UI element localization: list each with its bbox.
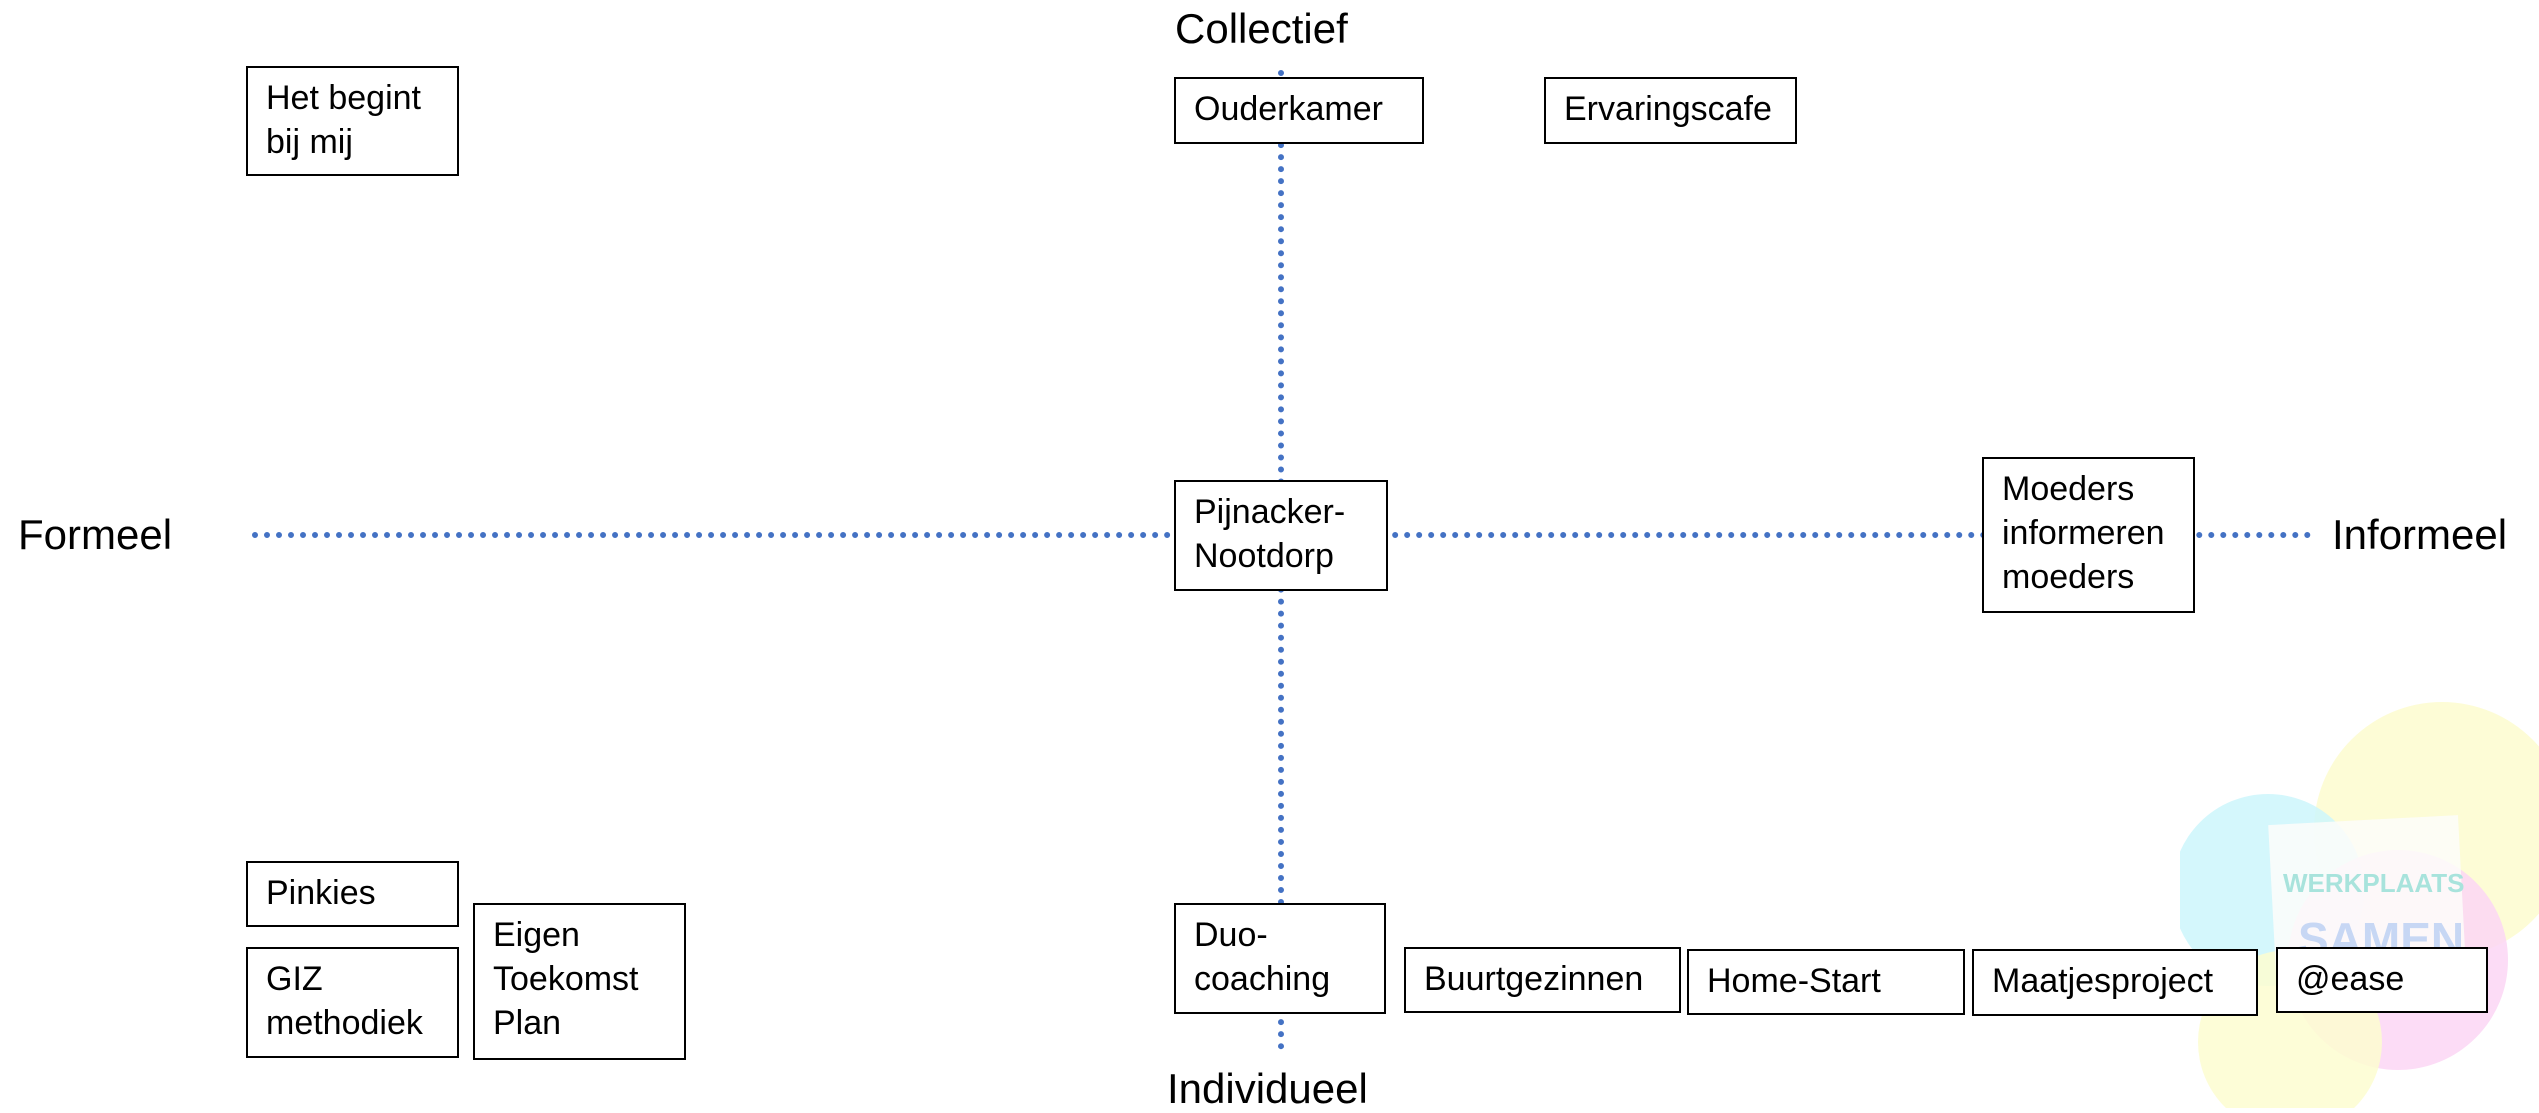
node-line: Ervaringscafe	[1564, 90, 1772, 128]
axis-label-right: Informeel	[2332, 511, 2508, 558]
node-line: Pinkies	[266, 874, 376, 912]
node-moeders-informeren-moeders: Moeders informeren moeders	[1982, 457, 2195, 613]
logo-circles-icon	[2172, 702, 2539, 1113]
node-line: @ease	[2296, 960, 2405, 998]
node-line: Plan	[493, 1004, 562, 1042]
node-line: Toekomst	[493, 960, 639, 998]
werkplaats-samen-logo: WERKPLAATS SAMEN	[2172, 690, 2539, 1113]
node-line: informeren	[2002, 514, 2165, 552]
logo-text-line1: WERKPLAATS	[2283, 868, 2465, 898]
node-line: bij mij	[266, 123, 353, 161]
node-pinkies: Pinkies	[246, 861, 459, 927]
node-line: Pijnacker-	[1194, 493, 1346, 531]
node-pijnacker-nootdorp: Pijnacker- Nootdorp	[1174, 480, 1388, 591]
node-line: Home-Start	[1707, 962, 1881, 1000]
node-line: Nootdorp	[1194, 537, 1334, 575]
node-ervaringscafe: Ervaringscafe	[1544, 77, 1797, 144]
node-ease: @ease	[2276, 947, 2488, 1013]
node-giz-methodiek: GIZ methodiek	[246, 947, 459, 1058]
node-line: Maatjesproject	[1992, 962, 2214, 1000]
node-line: moeders	[2002, 558, 2135, 596]
node-line: Moeders	[2002, 470, 2135, 508]
node-line: Buurtgezinnen	[1424, 960, 1644, 998]
node-line: Eigen	[493, 916, 580, 954]
node-maatjesproject: Maatjesproject	[1972, 949, 2258, 1016]
node-home-start: Home-Start	[1687, 949, 1965, 1015]
node-duo-coaching: Duo- coaching	[1174, 903, 1386, 1014]
node-buurtgezinnen: Buurtgezinnen	[1404, 947, 1681, 1013]
node-line: Duo-	[1194, 916, 1268, 954]
axis-label-top: Collectief	[1175, 5, 1348, 52]
node-line: Ouderkamer	[1194, 90, 1383, 128]
node-eigen-toekomst-plan: Eigen Toekomst Plan	[473, 903, 686, 1060]
node-het-begint-bij-mij: Het begint bij mij	[246, 66, 459, 176]
node-line: GIZ	[266, 960, 323, 998]
axis-label-bottom: Individueel	[1167, 1065, 1368, 1112]
node-line: Het begint	[266, 79, 421, 117]
axis-label-left: Formeel	[18, 511, 173, 558]
node-ouderkamer: Ouderkamer	[1174, 77, 1424, 144]
node-line: methodiek	[266, 1004, 423, 1042]
node-line: coaching	[1194, 960, 1331, 998]
